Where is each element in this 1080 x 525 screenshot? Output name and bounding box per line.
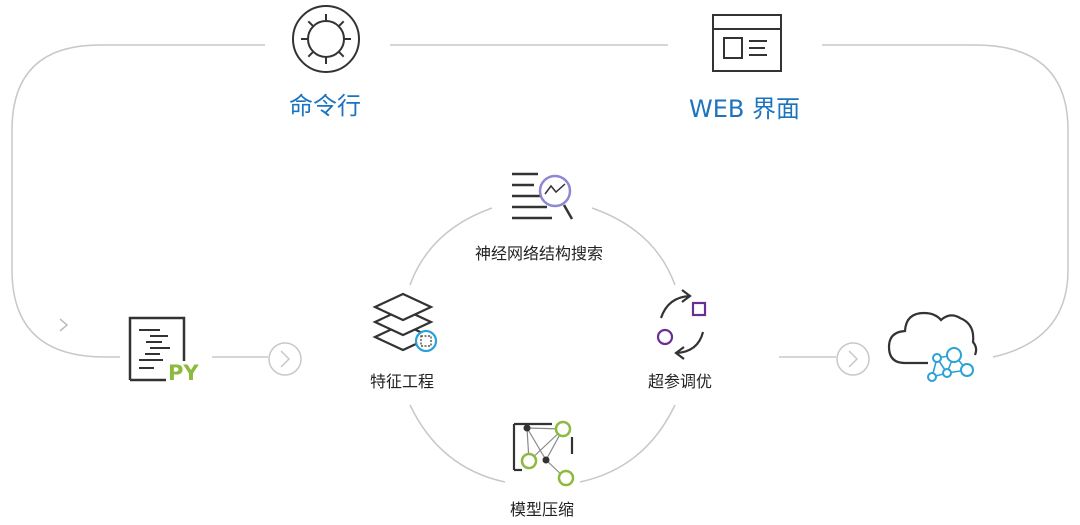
hpo-label: 超参调优 — [648, 372, 713, 391]
cloud-network-icon — [887, 311, 978, 382]
feature-engineering-label: 特征工程 — [370, 372, 435, 391]
py-badge: PY — [168, 361, 199, 385]
browser-window-icon — [712, 14, 782, 72]
web-ui-label: WEB 界面 — [689, 95, 800, 123]
nas-label: 神经网络结构搜索 — [475, 244, 604, 263]
circle-arrow-icon — [268, 342, 302, 376]
gear-icon — [292, 5, 360, 73]
inner-cycle-arc-right-bottom — [579, 404, 676, 483]
compression-network-icon — [512, 420, 575, 487]
chevron-right-icon — [59, 318, 69, 332]
inner-cycle-arc-left-bottom — [409, 404, 506, 483]
refresh-cycle-icon — [656, 289, 707, 360]
outer-loop-connector — [11, 44, 1069, 358]
stacked-layers-icon — [372, 292, 438, 353]
circle-arrow-icon — [836, 342, 870, 376]
inner-cycle-arc-right-top — [591, 207, 676, 286]
command-line-label: 命令行 — [289, 92, 361, 120]
model-compression-label: 模型压缩 — [510, 500, 575, 519]
python-file-icon — [128, 316, 186, 382]
inner-cycle-arc-left-top — [409, 207, 493, 286]
search-chart-icon — [512, 172, 574, 220]
